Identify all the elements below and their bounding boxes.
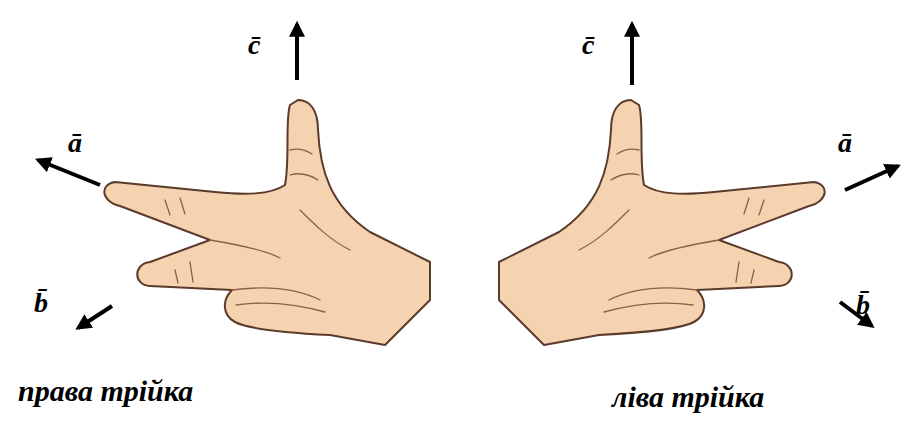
- vector-arrow: [845, 166, 898, 190]
- vector-label: c̄: [582, 30, 594, 61]
- vector-label: b̄: [856, 290, 870, 321]
- vector-label: b̄: [34, 288, 48, 319]
- vector-label: c̄: [248, 30, 260, 61]
- vector-arrow: [38, 160, 100, 185]
- caption: права трійка: [18, 374, 193, 407]
- vector-arrow: [78, 306, 112, 328]
- vector-label: ā: [68, 128, 82, 159]
- left-hand: [499, 100, 825, 345]
- vector-label: ā: [838, 128, 852, 159]
- caption: ліва трійка: [612, 380, 764, 413]
- right-hand: [104, 100, 430, 345]
- vector-arrow: [630, 24, 634, 85]
- vector-arrow: [295, 24, 299, 80]
